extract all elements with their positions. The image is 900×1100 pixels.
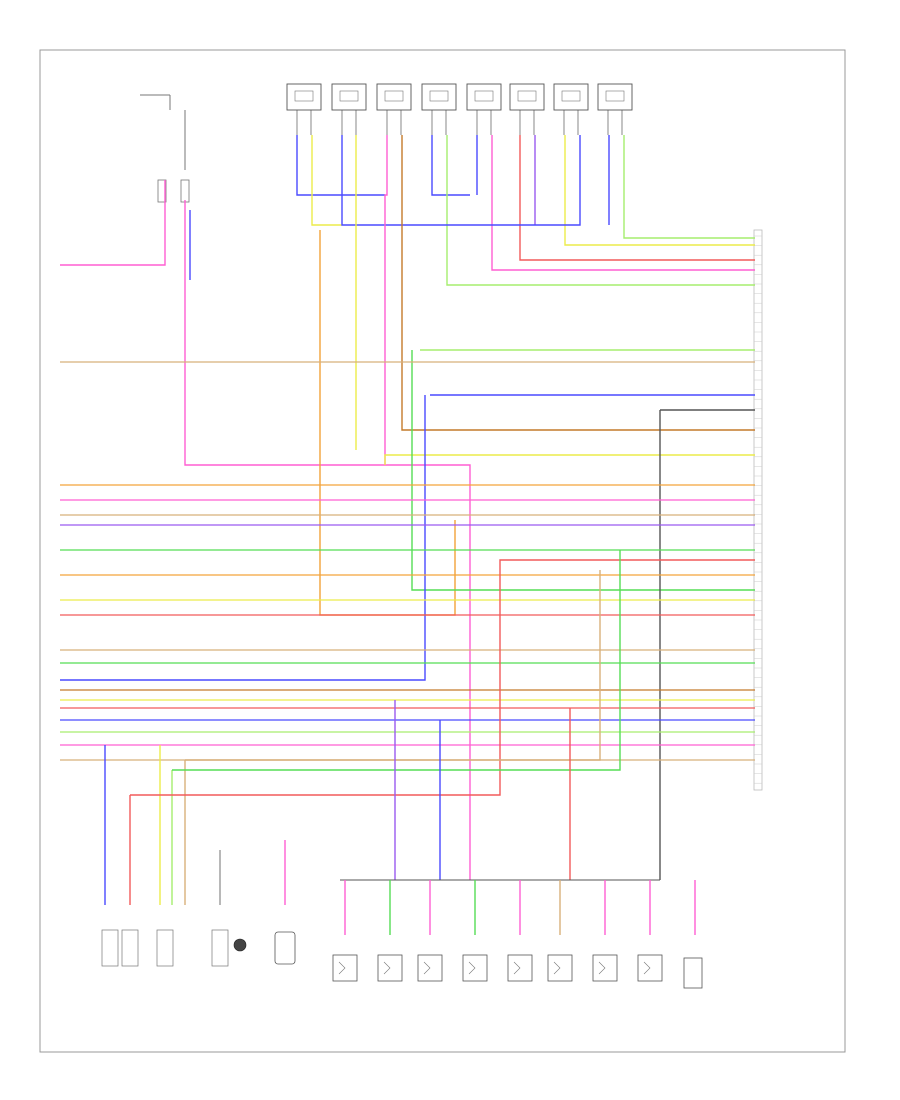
sensor xyxy=(274,931,296,965)
pcm-connector xyxy=(753,229,763,791)
wire xyxy=(341,135,430,226)
wire xyxy=(384,454,755,465)
wire xyxy=(296,135,385,196)
wire xyxy=(172,550,621,771)
ignition-coil xyxy=(417,954,443,982)
wire xyxy=(130,559,755,796)
fuel-injector xyxy=(509,83,545,135)
sensor xyxy=(233,938,247,952)
ignition-coil xyxy=(377,954,403,982)
wire xyxy=(319,230,456,616)
wire xyxy=(384,135,388,465)
fuel-injector xyxy=(286,83,322,135)
fuel-injector xyxy=(597,83,633,135)
ignition-coil-group xyxy=(332,954,703,989)
ignition-coil xyxy=(462,954,488,982)
condenser xyxy=(683,957,703,989)
sensor-group xyxy=(101,929,296,967)
ignition-coil xyxy=(507,954,533,982)
wire xyxy=(401,135,755,431)
wire xyxy=(519,135,755,261)
wire xyxy=(491,135,755,271)
ignition-coil xyxy=(637,954,663,982)
wire xyxy=(185,570,601,761)
wire xyxy=(411,350,755,591)
wire xyxy=(60,395,426,681)
sensor xyxy=(101,929,119,967)
diagram-frame xyxy=(39,49,846,1053)
fuel-injector-group xyxy=(286,83,633,135)
wire xyxy=(564,135,755,246)
ignition-coil xyxy=(592,954,618,982)
wire xyxy=(430,135,581,226)
wire xyxy=(431,135,470,196)
sensor xyxy=(121,929,139,967)
fuel-injector xyxy=(421,83,457,135)
sensor xyxy=(211,929,229,967)
sensor xyxy=(156,929,174,967)
wire xyxy=(184,200,471,880)
wire-harness xyxy=(60,135,755,935)
fuel-injector xyxy=(553,83,589,135)
ignition-coil xyxy=(547,954,573,982)
wire xyxy=(60,180,166,266)
fuel-injector xyxy=(376,83,412,135)
wire xyxy=(623,135,755,239)
fuel-injector xyxy=(466,83,502,135)
wire xyxy=(311,135,342,226)
fuel-injector xyxy=(331,83,367,135)
ignition-coil xyxy=(332,954,358,982)
wire xyxy=(446,135,755,286)
